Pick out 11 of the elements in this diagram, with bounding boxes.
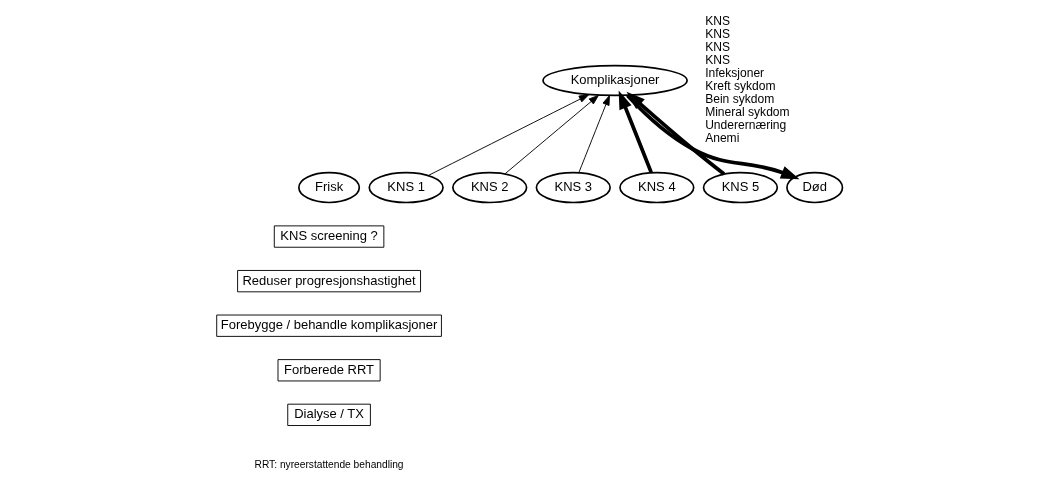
- label: Mineral sykdom: [704, 105, 790, 120]
- label: Kreft sykdom: [704, 79, 776, 94]
- label: KNS: [704, 14, 730, 29]
- label: Underernæring: [704, 118, 786, 133]
- label: Anemi: [704, 131, 739, 146]
- label: Infeksjoner: [704, 66, 764, 81]
- label: RRT: nyreerstattende behandling: [254, 459, 404, 471]
- label: Bein sykdom: [704, 92, 774, 107]
- label: KNS: [704, 40, 730, 55]
- label: KNS: [704, 53, 730, 68]
- label: KNS: [704, 27, 730, 42]
